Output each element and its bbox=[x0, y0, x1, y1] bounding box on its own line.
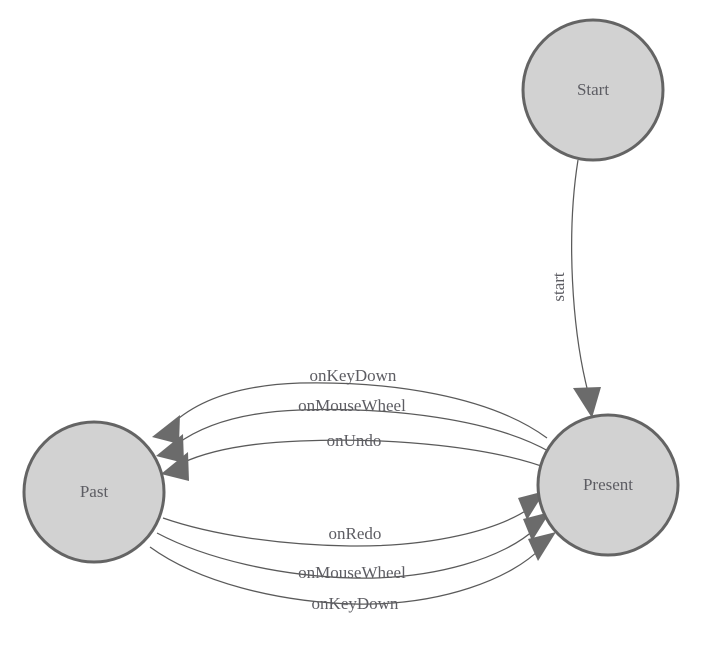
edge-present-to-past-onmousewheel[interactable]: onMouseWheel bbox=[156, 396, 551, 463]
node-start[interactable]: Start bbox=[521, 18, 665, 162]
edge-start-to-present-label: start bbox=[549, 272, 568, 302]
edge-present-to-past-onkeydown-label: onKeyDown bbox=[310, 366, 397, 385]
node-past-circle bbox=[22, 420, 166, 564]
edge-past-to-present-onkeydown[interactable]: onKeyDown bbox=[149, 532, 556, 613]
edge-past-to-present-onmousewheel-arrowhead bbox=[523, 512, 550, 541]
edge-present-to-past-onundo-arrowhead bbox=[161, 452, 189, 481]
edge-past-to-present-onredo[interactable]: onRedo bbox=[162, 491, 545, 547]
edge-start-to-present-path bbox=[571, 159, 589, 393]
edge-past-to-present-onmousewheel-label: onMouseWheel bbox=[298, 563, 406, 582]
node-start-circle bbox=[521, 18, 665, 162]
edge-past-to-present-onkeydown-arrowhead bbox=[528, 532, 556, 561]
edge-past-to-present-onmousewheel-path bbox=[156, 528, 536, 579]
edge-present-to-past-onmousewheel-path bbox=[176, 408, 551, 453]
node-present-circle bbox=[536, 413, 680, 557]
edge-past-to-present-onmousewheel[interactable]: onMouseWheel bbox=[156, 512, 550, 582]
edge-past-to-present-onkeydown-path bbox=[149, 546, 542, 605]
edge-present-to-past-onundo[interactable]: onUndo bbox=[161, 431, 553, 481]
edge-present-to-past-onkeydown-arrowhead bbox=[152, 415, 180, 444]
edge-present-to-past-onmousewheel-label: onMouseWheel bbox=[298, 396, 406, 415]
node-present[interactable]: Present bbox=[536, 413, 680, 557]
node-present-label: Present bbox=[583, 475, 633, 494]
node-past[interactable]: Past bbox=[22, 420, 166, 564]
node-past-label: Past bbox=[80, 482, 109, 501]
edge-present-to-past-onmousewheel-arrowhead bbox=[156, 434, 184, 463]
edge-present-to-past-onundo-label: onUndo bbox=[327, 431, 382, 450]
edge-past-to-present-onredo-path bbox=[162, 507, 531, 547]
edge-present-to-past-onundo-path bbox=[181, 439, 553, 471]
edge-start-to-present-arrowhead bbox=[573, 387, 601, 418]
edge-past-to-present-onredo-label: onRedo bbox=[329, 524, 382, 543]
edge-past-to-present-onkeydown-label: onKeyDown bbox=[312, 594, 399, 613]
edge-start-to-present[interactable]: start bbox=[549, 159, 601, 418]
edge-present-to-past-onkeydown-path bbox=[171, 382, 548, 439]
node-start-label: Start bbox=[577, 80, 609, 99]
edge-present-to-past-onkeydown[interactable]: onKeyDown bbox=[152, 366, 548, 444]
